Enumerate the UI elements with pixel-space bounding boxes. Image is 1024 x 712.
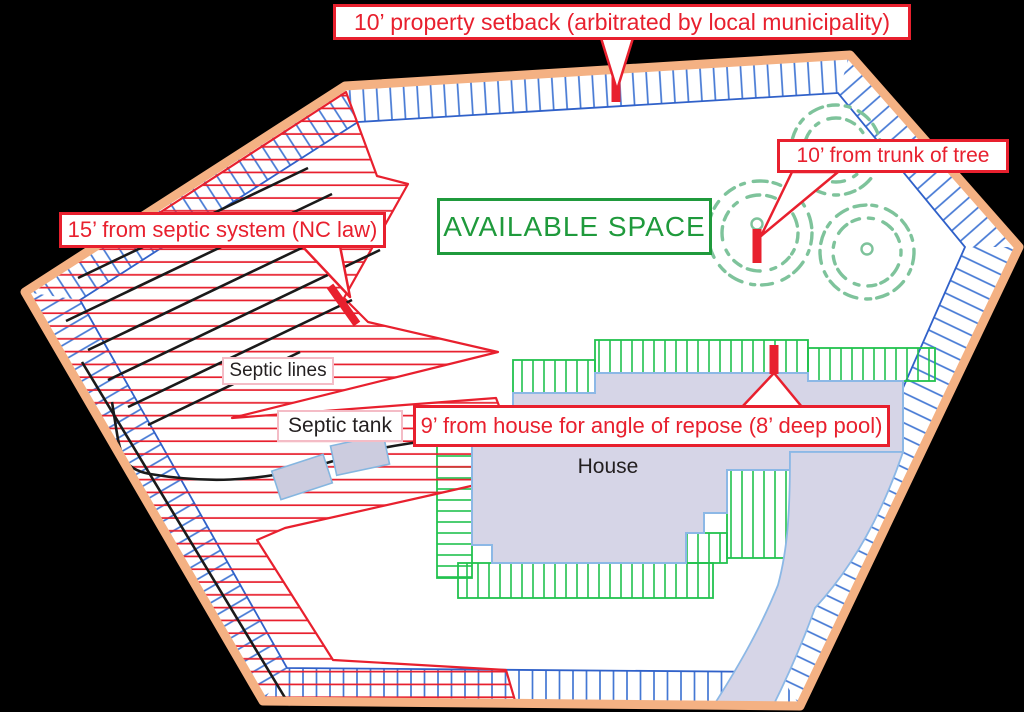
tree — [818, 203, 916, 301]
septic-tank-shape — [270, 453, 334, 501]
septic-tanks — [270, 433, 391, 501]
callout-pointers — [300, 36, 840, 409]
septic-line — [80, 361, 292, 707]
tree-callout-label: 10’ from trunk of tree — [777, 139, 1009, 173]
house-label: House — [577, 455, 639, 478]
septic-callout-label: 15’ from septic system (NC law) — [59, 212, 386, 248]
tree-trunk — [860, 242, 874, 256]
septic-lines-label: Septic lines — [222, 357, 334, 385]
repose-callout-label: 9’ from house for angle of repose (8’ de… — [413, 405, 890, 447]
tick-septic — [326, 283, 361, 327]
property-boundary — [20, 50, 1024, 711]
septic-line — [127, 298, 353, 409]
setback-callout-label: 10’ property setback (arbitrated by loca… — [333, 4, 911, 40]
available-space-label: AVAILABLE SPACE — [437, 198, 712, 255]
septic-tank-label: Septic tank — [277, 410, 403, 442]
